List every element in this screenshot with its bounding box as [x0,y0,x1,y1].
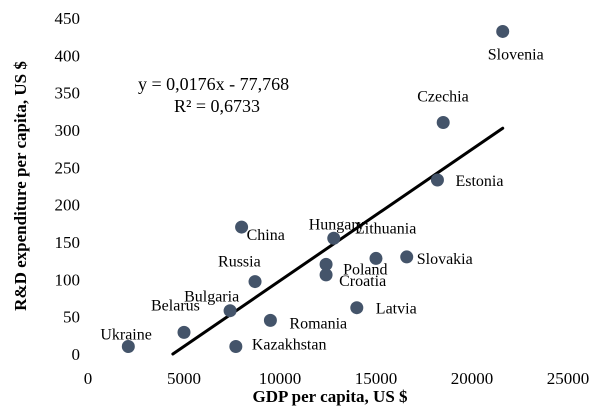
y-tick-label: 50 [63,308,80,327]
x-tick-label: 20000 [451,369,494,388]
point-label: Romania [289,315,347,332]
y-tick-label: 350 [55,84,81,103]
data-point [436,116,450,130]
point-label: Bulgaria [184,289,239,306]
data-point [263,313,277,327]
point-label: Czechia [417,89,469,106]
point-label: Hungary [309,216,365,233]
y-tick-label: 450 [55,9,81,28]
y-tick-label: 400 [55,46,81,65]
y-tick-label: 200 [55,196,81,215]
data-point [400,250,414,264]
y-tick-label: 150 [55,233,81,252]
y-axis-ticks: 0 50 100 150 200 250 300 350 400 450 [55,9,81,364]
point-label: Slovakia [417,251,473,268]
x-axis-ticks: 0 5000 10000 15000 20000 25000 [84,369,590,388]
point-label: Croatia [339,273,386,290]
data-point [229,340,243,354]
data-point [235,220,249,234]
data-point [177,325,191,339]
data-points [121,24,510,354]
data-point [121,340,135,354]
data-point [248,275,262,289]
data-point [319,268,333,282]
data-point [223,304,237,318]
point-label: Kazakhstan [252,337,327,354]
point-label: Russia [218,254,261,271]
y-tick-label: 300 [55,121,81,140]
data-point [430,173,444,187]
r-squared: R² = 0,6733 [174,96,260,116]
x-tick-label: 10000 [259,369,302,388]
point-label: Estonia [455,173,503,190]
x-tick-label: 25000 [547,369,590,388]
point-label: China [247,227,285,244]
point-label: Slovenia [488,46,544,63]
y-axis-title: R&D expenditure per capita, US $ [11,61,30,311]
x-tick-label: 5000 [167,369,201,388]
point-label: Ukraine [100,327,152,344]
point-label: Belarus [151,297,200,314]
point-label: Lithuania [355,220,416,237]
x-axis-title: GDP per capita, US $ [252,387,408,406]
data-point [369,251,383,265]
point-label: Poland [343,261,387,278]
y-tick-label: 250 [55,158,81,177]
point-label: Latvia [376,301,417,318]
data-point [319,257,333,271]
y-tick-label: 0 [72,345,81,364]
data-point [327,231,341,245]
data-point [496,24,510,38]
x-tick-label: 15000 [355,369,398,388]
trendline-equation: y = 0,0176x - 77,768 [138,74,289,94]
y-tick-label: 100 [55,270,81,289]
x-tick-label: 0 [84,369,93,388]
data-point [350,301,364,315]
